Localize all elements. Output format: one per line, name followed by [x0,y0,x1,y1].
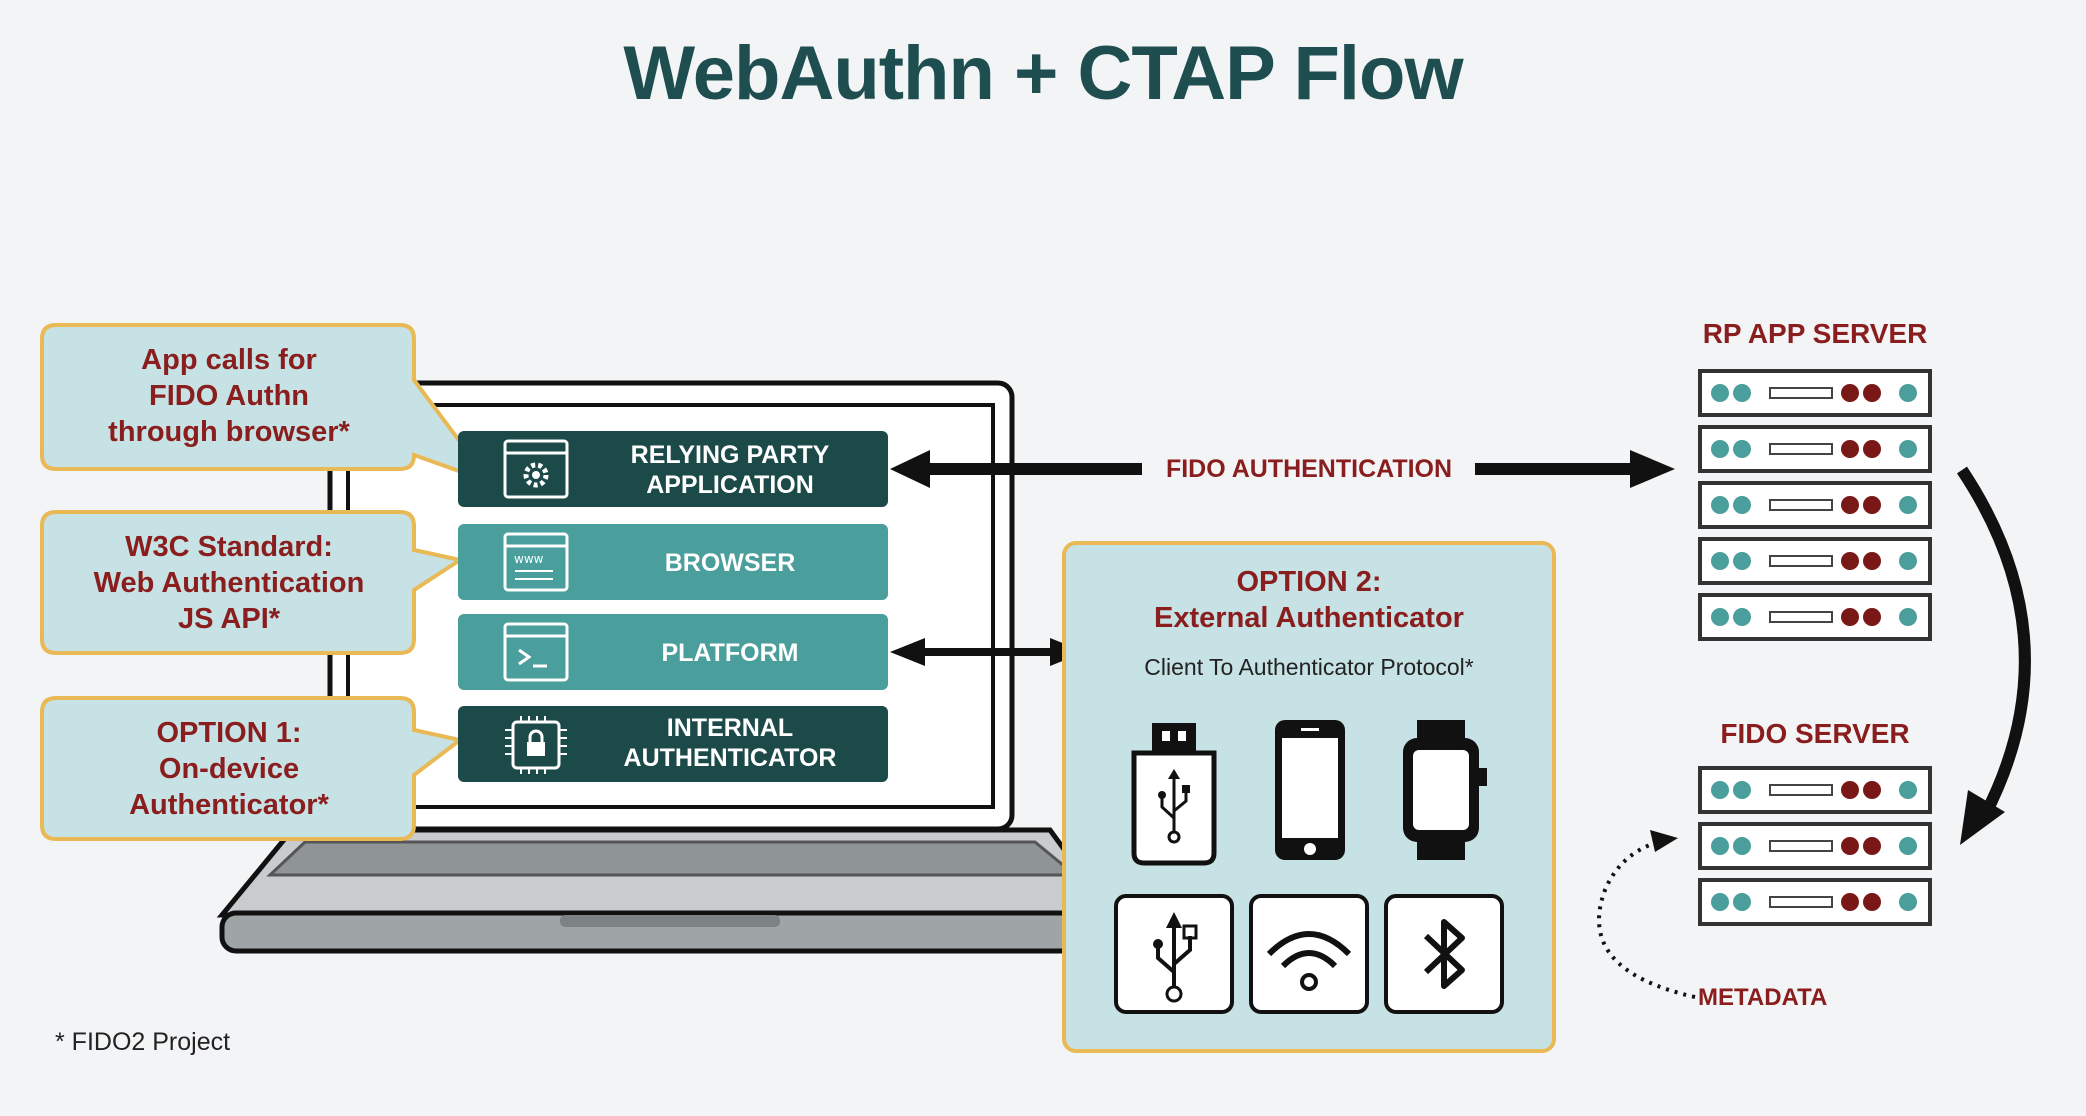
fido-authentication-arrow [890,450,1675,488]
stack-internal-authenticator [458,706,888,782]
stack-line: APPLICATION [646,471,814,499]
stack-line: RELYING PARTY [630,441,830,469]
terminal-icon [503,622,569,682]
callout-line: W3C Standard: [125,531,333,563]
callout-line: Web Authentication [93,567,365,599]
callout-option1-text: OPTION 1: On-device Authenticator* [42,715,416,823]
stack-line: AUTHENTICATOR [623,744,837,772]
fido-authentication-label: FIDO AUTHENTICATION [1165,455,1453,483]
footnote: * FIDO2 Project [55,1028,231,1056]
page-title: WebAuthn + CTAP Flow [623,31,1463,116]
callout-line: through browser* [108,416,350,448]
metadata-arrow [1597,830,1696,999]
option2-title: OPTION 2: External Authenticator [1064,564,1554,636]
svg-text:www: www [514,552,544,566]
callout-line: JS API* [177,603,281,635]
gear-icon [503,439,569,499]
stack-line: INTERNAL [666,714,794,742]
callout-line: Authenticator* [129,789,329,821]
callout-option1 [40,696,465,841]
rp-app-server-label: RP APP SERVER [1702,318,1928,349]
option2-subtitle: Client To Authenticator Protocol* [1144,654,1474,680]
stack-platform-label: PLATFORM [580,638,880,668]
callout-app-calls [40,323,496,487]
stack-line: PLATFORM [661,639,799,667]
stack-internal-authenticator-label: INTERNAL AUTHENTICATOR [580,713,880,773]
callout-line: FIDO Authn [149,380,309,412]
callout-w3c [40,510,466,655]
stack-browser-label: BROWSER [580,548,880,578]
metadata-label: METADATA [1698,984,1828,1011]
stack-relying-party-label: RELYING PARTY APPLICATION [580,440,880,500]
phone-icon [1275,720,1345,860]
callout-w3c-text: W3C Standard: Web Authentication JS API* [42,529,416,637]
usb-key-icon [1131,723,1217,866]
usb-icon [1114,894,1234,1014]
callout-line: App calls for [141,344,317,376]
fido-server-label: FIDO SERVER [1720,718,1910,749]
callout-line: OPTION 1: [156,717,302,749]
rp-app-server-rack [1698,369,1932,641]
stack-line: BROWSER [664,549,796,577]
callout-line: On-device [158,753,300,785]
callout-app-calls-text: App calls for FIDO Authn through browser… [42,342,416,450]
rp-to-fido-arrow [1957,466,2031,845]
option2-title-line: OPTION 2: [1236,566,1382,598]
watch-icon [1403,720,1487,860]
chip-lock-icon [505,716,567,774]
browser-www-icon: www [503,532,569,592]
wireless-icon [1249,894,1369,1014]
fido-server-rack [1698,766,1932,926]
bluetooth-icon [1384,894,1504,1014]
option2-title-line: External Authenticator [1154,602,1464,634]
